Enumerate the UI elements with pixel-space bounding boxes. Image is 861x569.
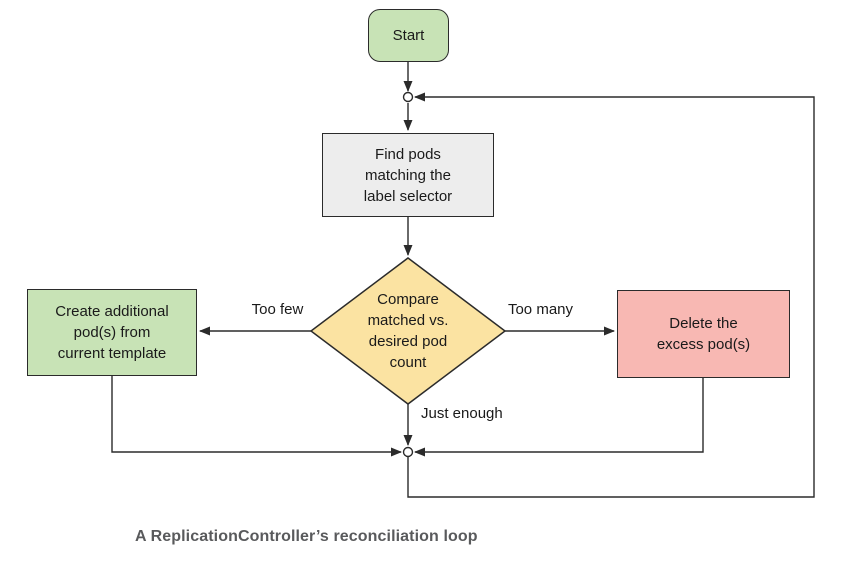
too-few-label: Too few [251,301,304,318]
compare-node: Compare matched vs. desired pod count [333,276,483,386]
edge-delete-to-bottom-junction [414,378,704,457]
create-pods-node-label: Create additional pod(s) from current te… [55,303,169,362]
edge-loop-back-to-top [407,92,815,498]
start-node-label: Start [392,27,425,44]
compare-node-label: Compare matched vs. desired pod count [367,291,449,371]
delete-pods-node-label: Delete the excess pod(s) [656,315,751,353]
too-many-label: Too many [507,301,574,318]
create-pods-node: Create additional pod(s) from current te… [27,289,197,376]
start-node: Start [368,9,449,62]
delete-pods-node: Delete the excess pod(s) [617,290,790,378]
find-pods-node: Find pods matching the label selector [322,133,494,217]
just-enough-label: Just enough [421,405,503,422]
compare-diamond-shape [309,257,507,405]
edge-create-to-bottom-junction [111,376,402,457]
figure-caption: A ReplicationController’s reconciliation… [135,528,478,545]
top-junction-point [402,91,414,103]
bottom-junction-point [402,446,414,458]
find-pods-node-label: Find pods matching the label selector [363,145,453,205]
